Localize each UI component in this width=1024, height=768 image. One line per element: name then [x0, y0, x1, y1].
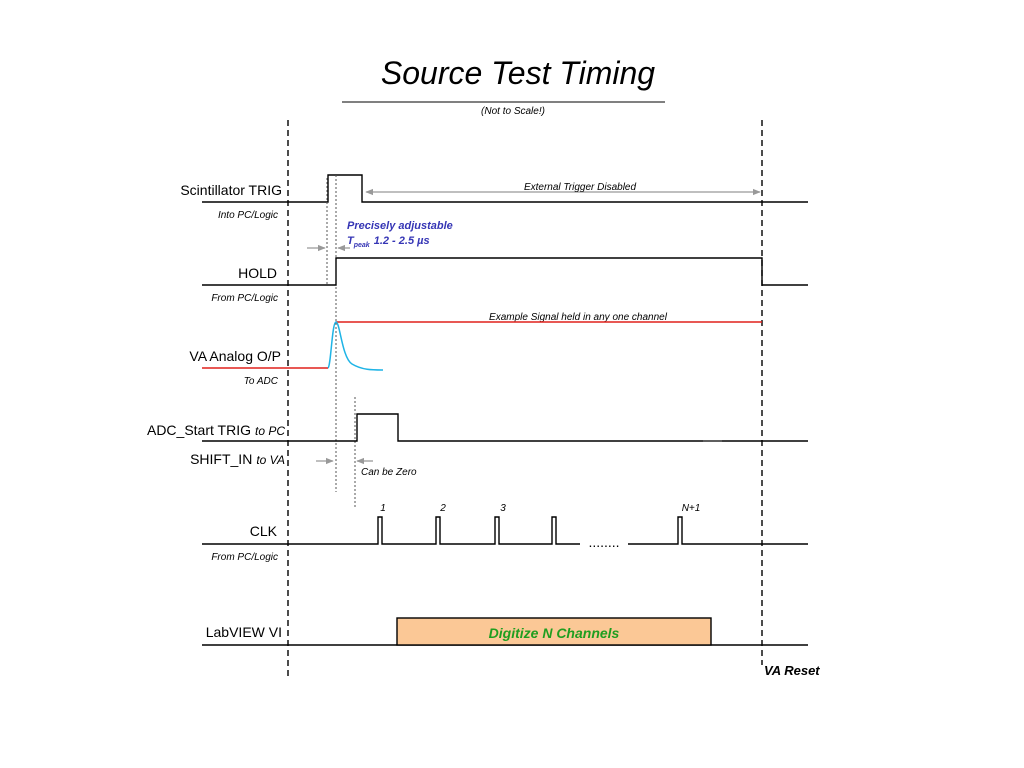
- diagram-title: Source Test Timing: [381, 55, 655, 91]
- clk-pulse-label: N+1: [682, 503, 701, 514]
- clk-ellipsis: ........: [588, 534, 619, 550]
- tpeak-subscript: peak: [353, 242, 371, 249]
- digitize-box: [396, 617, 712, 646]
- va-reset-label: VA Reset: [764, 663, 820, 678]
- adc-start-suffix: to PC: [255, 424, 285, 438]
- va-analog-label: VA Analog O/P: [189, 348, 281, 364]
- shift-in-suffix: to VA: [256, 453, 285, 467]
- scintillator-sublabel: Into PC/Logic: [218, 210, 278, 221]
- tpeak-range: 1.2 - 2.5 µs: [374, 235, 430, 247]
- clk-waveform-a: [202, 516, 580, 545]
- example-signal-note: Example Signal held in any one channel: [489, 312, 668, 323]
- va-analog-sublabel: To ADC: [244, 376, 279, 387]
- clk-label: CLK: [250, 523, 278, 539]
- clk-pulse-label: 2: [439, 503, 446, 514]
- hold-sublabel: From PC/Logic: [211, 293, 278, 304]
- shift-in-name: SHIFT_IN: [190, 451, 252, 467]
- clk-pulse-label: 3: [500, 503, 506, 514]
- adc-start-waveform: [202, 413, 808, 442]
- hold-waveform: [202, 257, 808, 286]
- diagram-subtitle: (Not to Scale!): [481, 106, 545, 117]
- clk-sublabel: From PC/Logic: [211, 552, 278, 563]
- scintillator-waveform: [202, 174, 808, 203]
- labview-label: LabVIEW VI: [206, 624, 282, 640]
- clk-waveform-b: [628, 516, 808, 545]
- can-be-zero-note: Can be Zero: [361, 467, 417, 478]
- shift-in-label: SHIFT_IN to VA: [190, 451, 285, 467]
- adc-start-label: ADC_Start TRIG to PC: [147, 422, 285, 438]
- digitize-label: Digitize N Channels: [489, 625, 620, 641]
- clk-pulse-label: 1: [380, 503, 386, 514]
- trigger-disabled-note: External Trigger Disabled: [524, 182, 637, 193]
- adjustable-note: Precisely adjustable: [347, 220, 453, 232]
- adc-start-name: ADC_Start TRIG: [147, 422, 251, 438]
- tpeak-symbol: T: [347, 235, 355, 247]
- hold-label: HOLD: [238, 265, 277, 281]
- scintillator-label: Scintillator TRIG: [180, 182, 282, 198]
- va-analog-pulse: [327, 321, 384, 371]
